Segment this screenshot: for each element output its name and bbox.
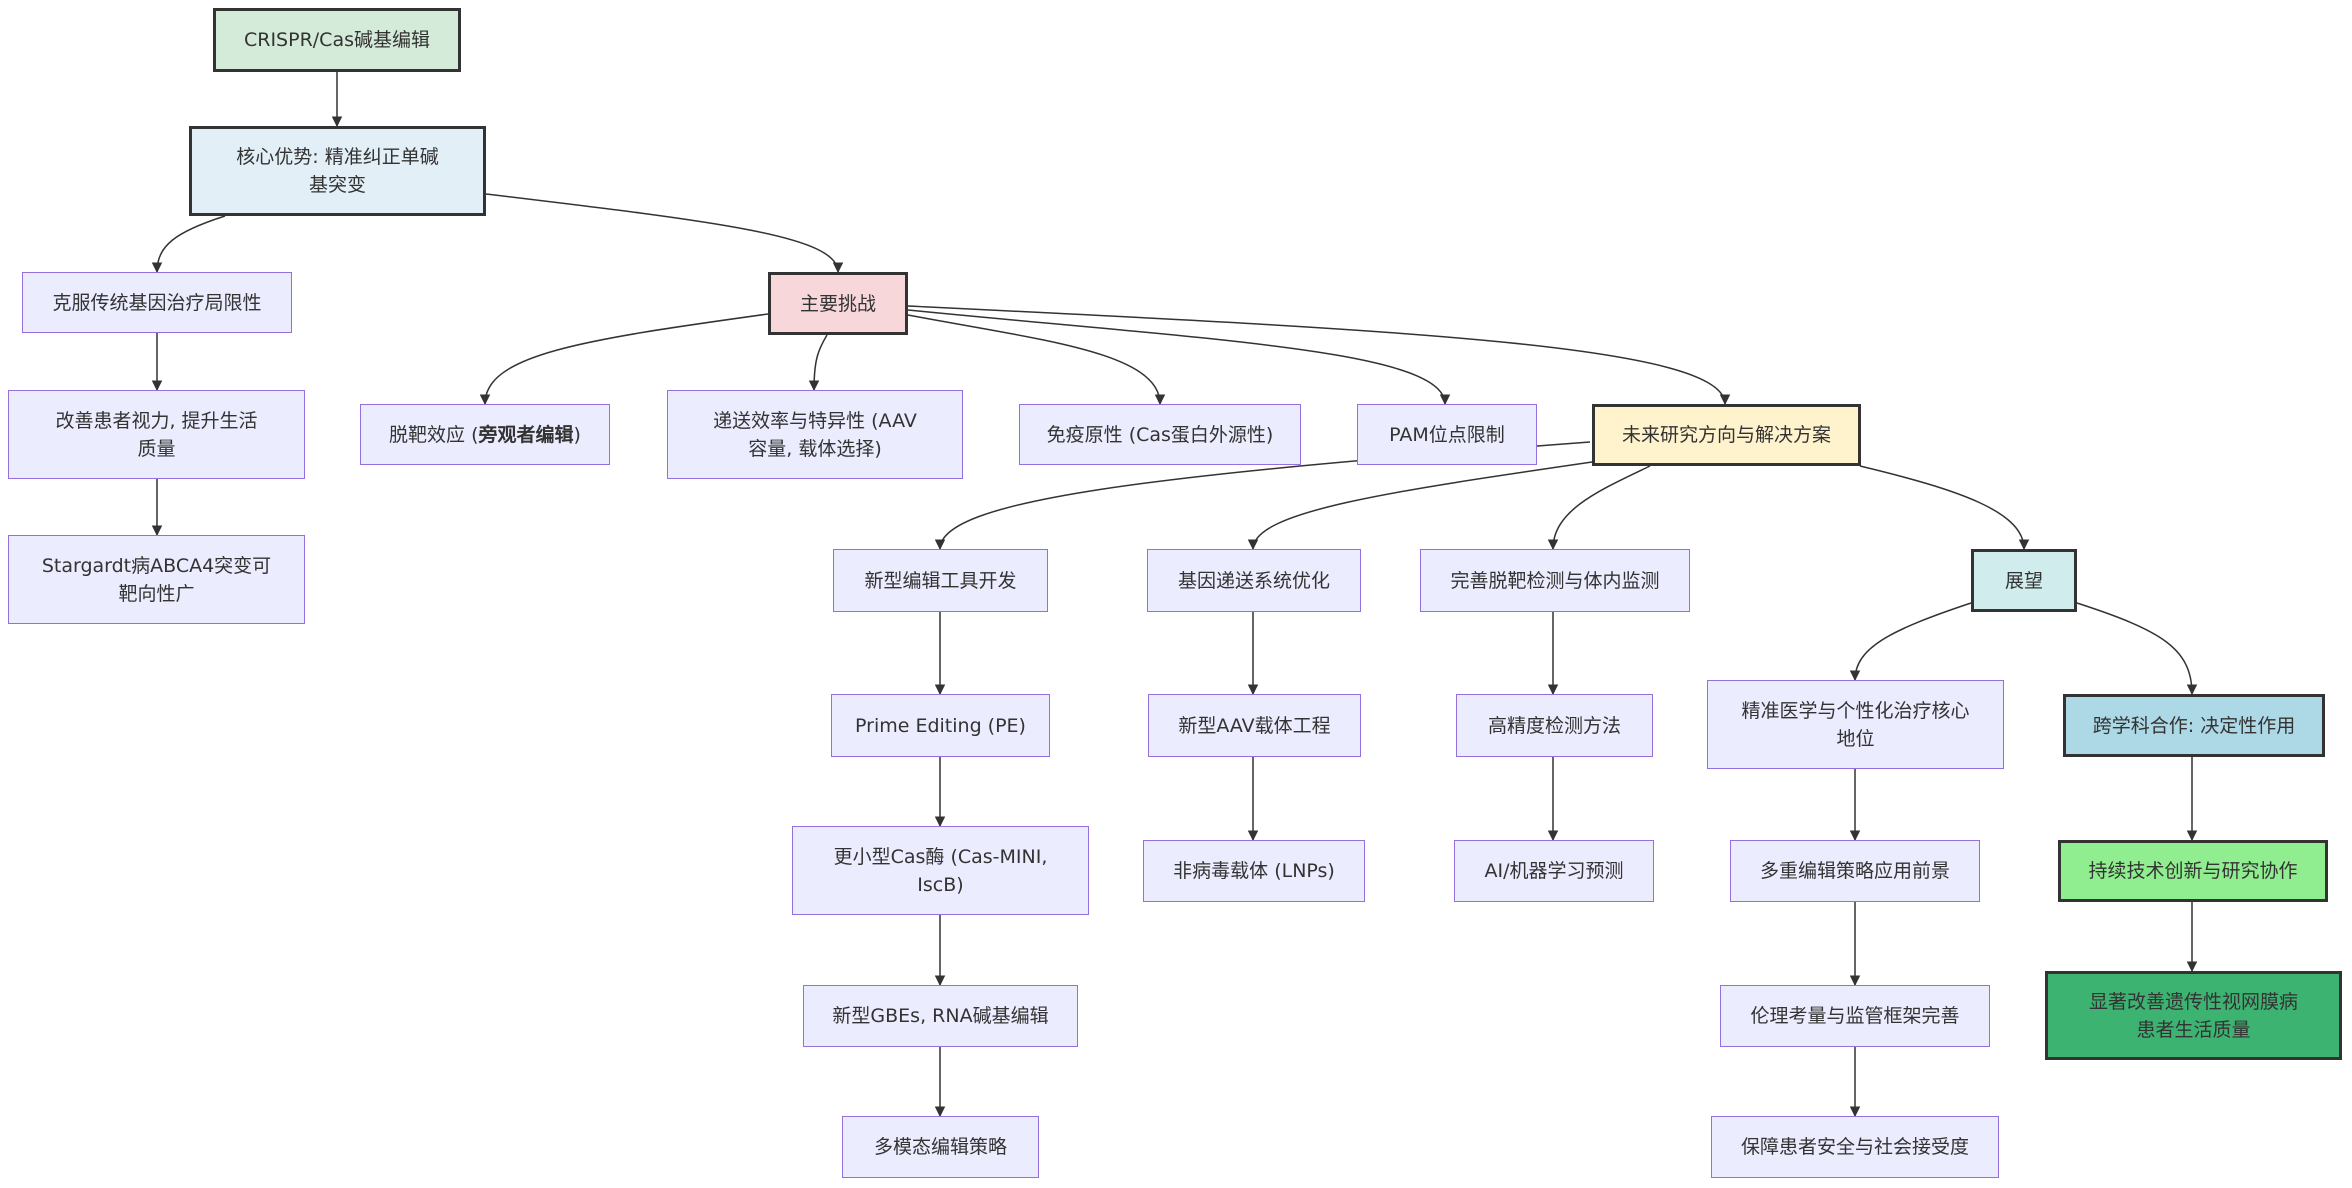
node-overcome-limits: 克服传统基因治疗局限性 bbox=[22, 272, 292, 333]
edge-challenges-delivery bbox=[808, 334, 828, 392]
node-offtarget: 脱靶效应 (旁观者编辑) bbox=[360, 404, 610, 465]
edge-core-challenges bbox=[485, 193, 844, 274]
node-offtarget-detect: 完善脱靶检测与体内监测 bbox=[1420, 549, 1690, 612]
node-quality-of-life: 显著改善遗传性视网膜病患者生活质量 bbox=[2045, 971, 2342, 1060]
node-stargardt: Stargardt病ABCA4突变可靶向性广 bbox=[8, 535, 305, 624]
node-main-challenges: 主要挑战 bbox=[768, 272, 908, 335]
node-new-tools: 新型编辑工具开发 bbox=[833, 549, 1048, 612]
edge-outlook-interdisc bbox=[2076, 602, 2198, 696]
edge-outlook-precision bbox=[1849, 602, 1972, 682]
node-future: 未来研究方向与解决方案 bbox=[1592, 404, 1861, 466]
node-gbes: 新型GBEs, RNA碱基编辑 bbox=[803, 985, 1078, 1047]
edge-future-outlook bbox=[1859, 465, 2030, 551]
edge-challenges-pam bbox=[907, 309, 1451, 406]
edge-future-deliveryopt bbox=[1247, 457, 1621, 551]
node-new-aav: 新型AAV载体工程 bbox=[1148, 694, 1361, 757]
node-high-precision: 高精度检测方法 bbox=[1456, 694, 1653, 757]
node-delivery: 递送效率与特异性 (AAV容量, 载体选择) bbox=[667, 390, 963, 479]
edge-core-overcome bbox=[151, 215, 226, 274]
node-ethics: 伦理考量与监管框架完善 bbox=[1720, 985, 1990, 1047]
node-ai-predict: AI/机器学习预测 bbox=[1454, 840, 1654, 902]
node-crispr: CRISPR/Cas碱基编辑 bbox=[213, 8, 461, 72]
node-smaller-cas: 更小型Cas酶 (Cas-MINI, IscB) bbox=[792, 826, 1089, 915]
node-core-advantage: 核心优势: 精准纠正单碱基突变 bbox=[189, 126, 486, 216]
offtarget-text: 脱靶效应 (旁观者编辑) bbox=[389, 423, 581, 446]
node-interdisciplinary: 跨学科合作: 决定性作用 bbox=[2063, 694, 2325, 757]
edge-challenges-offtarget bbox=[479, 313, 769, 406]
node-precision-medicine: 精准医学与个性化治疗核心地位 bbox=[1707, 680, 2004, 769]
node-outlook: 展望 bbox=[1971, 549, 2077, 612]
node-delivery-opt: 基因递送系统优化 bbox=[1147, 549, 1361, 612]
node-multiplex: 多重编辑策略应用前景 bbox=[1730, 840, 1980, 902]
node-prime-editing: Prime Editing (PE) bbox=[831, 694, 1050, 757]
node-innovation: 持续技术创新与研究协作 bbox=[2058, 840, 2328, 902]
edge-future-detect bbox=[1547, 465, 1651, 551]
node-safety: 保障患者安全与社会接受度 bbox=[1711, 1116, 1999, 1178]
node-immunogenicity: 免疫原性 (Cas蛋白外源性) bbox=[1019, 404, 1301, 465]
edge-challenges-future bbox=[907, 305, 1731, 406]
edge-challenges-immuno bbox=[907, 314, 1166, 406]
node-improve-vision: 改善患者视力, 提升生活质量 bbox=[8, 390, 305, 479]
node-nonviral: 非病毒载体 (LNPs) bbox=[1143, 840, 1365, 902]
node-multimodal: 多模态编辑策略 bbox=[842, 1116, 1039, 1178]
node-pam: PAM位点限制 bbox=[1357, 404, 1537, 465]
